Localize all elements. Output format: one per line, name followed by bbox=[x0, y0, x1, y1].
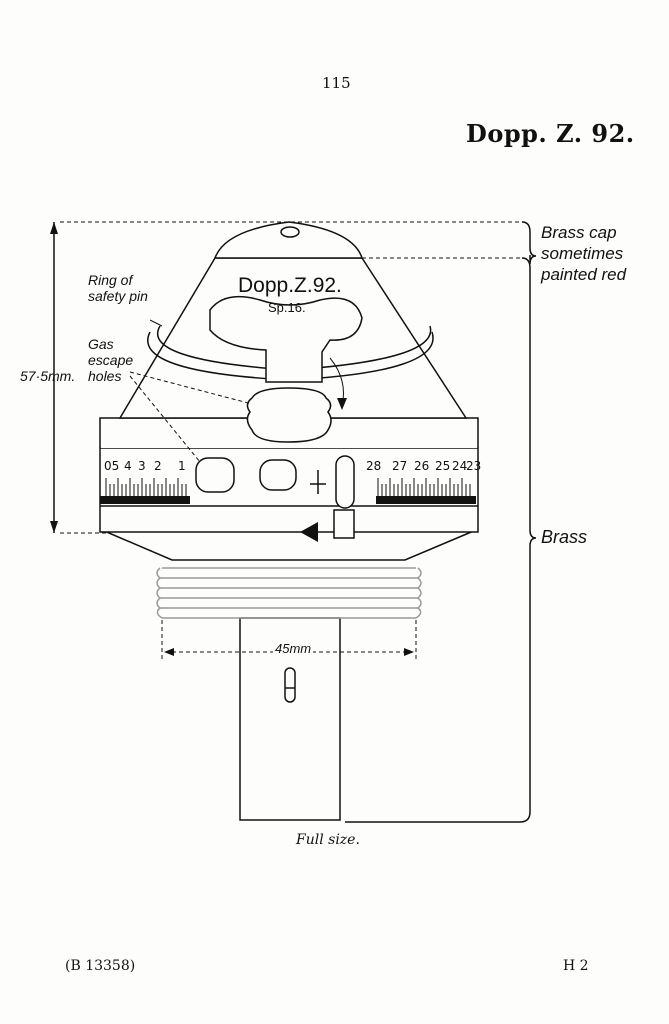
scale-number: 23 bbox=[466, 459, 481, 473]
scale-ticks-left bbox=[100, 478, 192, 504]
page-title: Dopp. Z. 92. bbox=[466, 119, 635, 148]
scale-number: 24 bbox=[452, 459, 467, 473]
page-number: 115 bbox=[322, 74, 351, 92]
index-triangle-icon bbox=[300, 522, 318, 542]
ring-window-1 bbox=[195, 457, 235, 493]
arrow-down-icon bbox=[50, 521, 58, 533]
gas-leader-1 bbox=[129, 371, 253, 405]
gas-escape-holes bbox=[246, 387, 332, 443]
lower-body bbox=[101, 529, 477, 561]
scale-number: 28 bbox=[366, 459, 381, 473]
scale-ticks-right bbox=[376, 478, 476, 504]
footer-signature: H 2 bbox=[563, 958, 589, 974]
scale-number: 27 bbox=[392, 459, 407, 473]
scale-number: 2 bbox=[154, 459, 162, 473]
scale-number: 05 bbox=[104, 459, 119, 473]
figure-caption: Full size. bbox=[296, 832, 360, 848]
brass-label: Brass bbox=[541, 527, 588, 547]
brass-cap bbox=[213, 221, 364, 259]
ring-leader bbox=[149, 319, 163, 327]
width-dimension-label: 45mm bbox=[273, 641, 314, 656]
ring-window-3 bbox=[335, 455, 355, 509]
brass-bracket bbox=[345, 257, 537, 823]
safety-pin-label: Ring of safety pin bbox=[88, 272, 148, 304]
scale-number: 26 bbox=[414, 459, 429, 473]
arrow-left-icon bbox=[164, 648, 174, 656]
brass-cap-label: Brass cap sometimes painted red bbox=[541, 223, 627, 284]
fuze-subname: Sp.16. bbox=[268, 300, 306, 315]
scale-number: 4 bbox=[124, 459, 132, 473]
fuze-name: Dopp.Z.92. bbox=[238, 274, 342, 297]
safety-pin-handle bbox=[209, 295, 363, 383]
cap-hole bbox=[280, 226, 300, 238]
scale-number: 1 bbox=[178, 459, 186, 473]
ring-window-2 bbox=[259, 459, 297, 491]
cross-mark-icon bbox=[310, 470, 326, 494]
arrow-right-icon bbox=[404, 648, 414, 656]
gas-leader-2 bbox=[129, 375, 201, 463]
gas-escape-label: Gas escape holes bbox=[88, 336, 134, 384]
height-dimension-label: 57·5mm. bbox=[20, 368, 76, 384]
footer-reference: (B 13358) bbox=[65, 958, 136, 974]
setting-index bbox=[333, 509, 355, 539]
scale-number: 25 bbox=[435, 459, 450, 473]
stem-slot bbox=[284, 667, 296, 703]
scale-number: 3 bbox=[138, 459, 146, 473]
thread-section bbox=[156, 567, 422, 619]
arrow-up-icon bbox=[50, 222, 58, 234]
cap-bracket bbox=[521, 221, 537, 265]
